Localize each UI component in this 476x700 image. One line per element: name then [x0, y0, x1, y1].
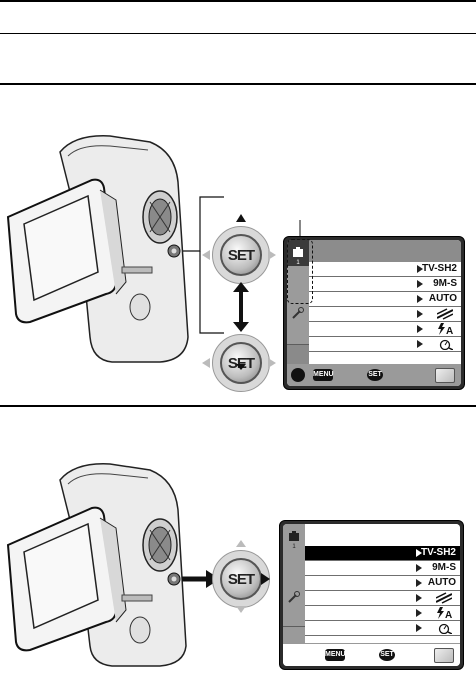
back-chevron-icon[interactable]	[291, 368, 305, 382]
menu-row[interactable]	[309, 307, 461, 322]
svg-text:A: A	[446, 326, 453, 335]
tab-5[interactable]	[287, 324, 309, 345]
camcorder-illustration	[6, 463, 187, 667]
up-arrow-icon	[236, 540, 246, 547]
menu-row[interactable]: A	[309, 322, 461, 337]
right-arrow-icon	[261, 573, 270, 585]
resolution-value: 9M-S	[432, 562, 456, 573]
set-key[interactable]: SET	[367, 369, 383, 381]
svg-text:A: A	[445, 610, 452, 619]
rule-4	[0, 405, 476, 407]
menu-row[interactable]: 9M-S	[305, 561, 460, 576]
menu-row-selected[interactable]: TV-SH2	[305, 546, 460, 561]
set-button[interactable]: SET	[220, 558, 262, 600]
menu-key[interactable]: MENU	[313, 369, 334, 381]
menu-row[interactable]	[305, 621, 460, 636]
menu-row[interactable]: TV-SH2	[309, 262, 461, 277]
iso-value: AUTO	[428, 293, 457, 304]
camera-tab-icon: 1	[289, 531, 299, 550]
svg-text:1: 1	[292, 544, 296, 550]
self-timer-icon	[438, 623, 452, 634]
wrench-icon	[288, 591, 300, 603]
up-down-arrow-icon	[233, 282, 249, 332]
camcorder-illustration	[6, 135, 189, 363]
lcd-header	[305, 524, 460, 547]
svg-text:1: 1	[296, 260, 300, 266]
menu-row[interactable]	[309, 337, 461, 352]
menu-row[interactable]: AUTO	[309, 292, 461, 307]
tab-3[interactable]	[283, 569, 305, 589]
set-button-bottom[interactable]: SET	[220, 342, 262, 384]
camera-tab-icon: 1	[293, 247, 303, 266]
display-key-icon[interactable]	[434, 648, 454, 663]
scene-value: TV-SH2	[421, 263, 457, 274]
lcd-screen-2: 1 TV-SH2 9M-S AUTO A	[279, 520, 464, 670]
tab-2[interactable]	[283, 550, 305, 570]
set-label: SET	[227, 571, 255, 588]
lcd-screen-1: 1 TV-SH2 9M-S AUTO A	[283, 236, 465, 390]
lcd-header	[309, 240, 461, 262]
flash-auto-icon: A	[438, 323, 453, 335]
down-arrow-icon	[236, 606, 246, 613]
menu-row[interactable]: A	[305, 606, 460, 621]
no-flash-stripes-icon	[436, 592, 452, 604]
right-arrow-icon	[268, 358, 276, 368]
resolution-value: 9M-S	[433, 278, 457, 289]
set-key[interactable]: SET	[379, 649, 395, 661]
wrench-icon	[292, 307, 304, 319]
menu-row[interactable]	[305, 591, 460, 606]
up-arrow-icon	[236, 214, 246, 222]
illustration-step-1: SET SET 1 TV-S	[0, 122, 476, 392]
no-flash-stripes-icon	[437, 308, 453, 320]
right-arrow-icon	[268, 250, 276, 260]
menu-row[interactable]: 9M-S	[309, 277, 461, 292]
display-key-icon[interactable]	[435, 368, 455, 383]
scene-value: TV-SH2	[420, 547, 456, 558]
rule-2	[0, 33, 476, 34]
set-label: SET	[227, 247, 255, 264]
illustration-step-2: SET 1 TV-SH2 9M-S AUTO	[0, 450, 476, 700]
set-button-top[interactable]: SET	[220, 234, 262, 276]
tab-settings[interactable]	[287, 304, 309, 325]
tab-camera[interactable]: 1	[283, 524, 305, 551]
set-label: SET	[227, 355, 255, 372]
top-rule	[0, 0, 476, 2]
self-timer-icon	[439, 339, 453, 350]
left-arrow-icon	[202, 358, 210, 368]
tab-5[interactable]	[283, 608, 305, 627]
tab-settings[interactable]	[283, 588, 305, 609]
menu-key[interactable]: MENU	[325, 649, 346, 661]
lcd-footer: MENU SET	[283, 643, 460, 666]
menu-row[interactable]: AUTO	[305, 576, 460, 591]
lcd-footer: MENU SET	[287, 364, 461, 386]
left-arrow-icon	[202, 250, 210, 260]
down-arrow-icon	[236, 364, 246, 370]
tab-highlight	[287, 239, 313, 304]
iso-value: AUTO	[427, 577, 456, 588]
rule-3	[0, 83, 476, 85]
flash-auto-icon: A	[437, 607, 452, 619]
